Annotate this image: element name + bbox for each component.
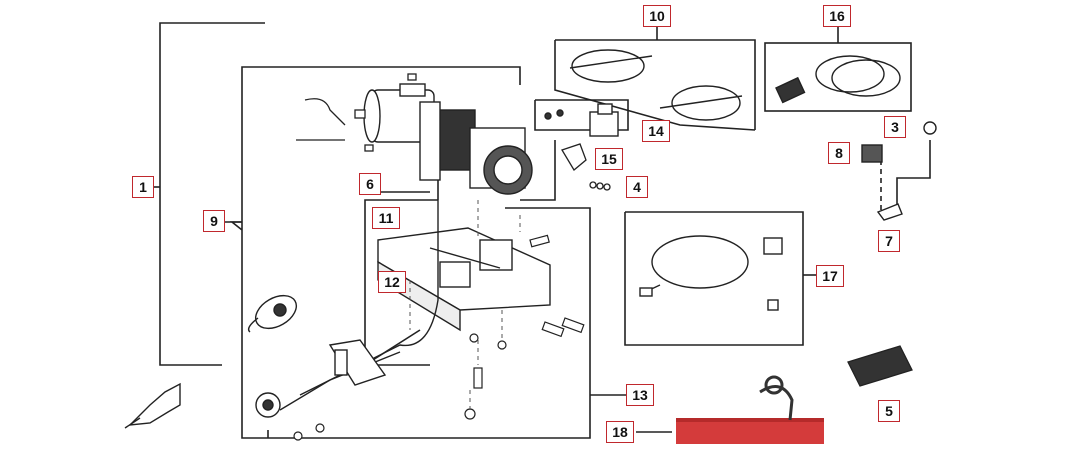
box-14	[534, 99, 629, 131]
pulley-block	[247, 294, 297, 333]
callout-4: 4	[626, 176, 648, 198]
callout-13: 13	[626, 384, 654, 406]
callout-5: 5	[878, 400, 900, 422]
small-parts	[296, 73, 417, 152]
frame-9	[229, 66, 521, 439]
callout-17: 17	[816, 265, 844, 287]
callout-3: 3	[884, 116, 906, 138]
tow-strap-18	[676, 375, 824, 444]
callout-10: 10	[643, 5, 671, 27]
callout-8: 8	[828, 142, 850, 164]
cable-set-16	[775, 55, 901, 104]
switch-14	[544, 103, 619, 137]
bracket-13	[268, 207, 591, 439]
cable-set-10	[569, 49, 743, 121]
winch-motor	[363, 83, 533, 195]
remote-17	[639, 235, 783, 311]
bracket-15	[561, 143, 611, 191]
roller-fairlead	[255, 339, 387, 418]
box-17	[624, 211, 804, 346]
callout-1: 1	[132, 176, 154, 198]
callout-12: 12	[378, 271, 406, 293]
frame-11	[364, 199, 438, 366]
callout-16: 16	[823, 5, 851, 27]
callout-7: 7	[878, 230, 900, 252]
bolts	[293, 234, 585, 441]
handle-grip-5	[847, 345, 913, 387]
callout-15: 15	[595, 148, 623, 170]
callout-14: 14	[642, 120, 670, 142]
winch-cable	[279, 200, 439, 411]
box-10	[555, 39, 756, 130]
callout-6: 6	[359, 173, 381, 195]
callout-18: 18	[606, 421, 634, 443]
callout-11: 11	[372, 207, 400, 229]
callout-9: 9	[203, 210, 225, 232]
bracket-1	[159, 22, 265, 366]
anchor-bracket	[124, 382, 181, 429]
small-hardware	[861, 121, 937, 221]
